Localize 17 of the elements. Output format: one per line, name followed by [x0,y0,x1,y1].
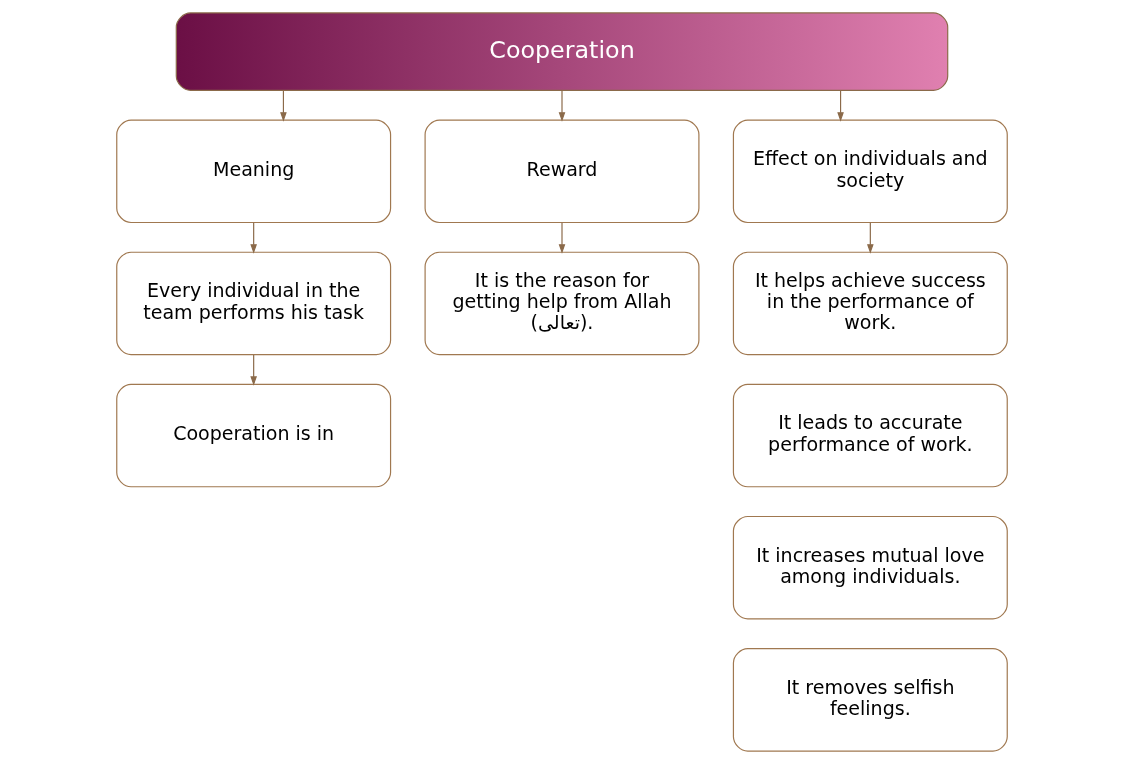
node-box: It increases mutual love among individuals. [732,515,1008,620]
node-box: It helps achieve success in the performance of work. [732,251,1008,356]
arrow [836,89,844,122]
node-box: Cooperation is in [115,383,391,488]
arrow [558,222,565,254]
node-box: It leads to accurate performance of work. [732,383,1008,488]
node-box: Reward [424,119,699,224]
arrow [866,222,874,254]
arrow [249,222,257,254]
arrow [249,354,257,386]
node-box: Meaning [115,119,391,224]
node-box: Cooperation [175,12,948,91]
node-box: Effect on individuals and society [732,119,1008,224]
arrow [279,89,287,122]
node-box: It removes selfish feelings. [732,648,1008,752]
node-box: Every individual in the team performs his task [115,251,391,356]
arrow [558,89,565,122]
